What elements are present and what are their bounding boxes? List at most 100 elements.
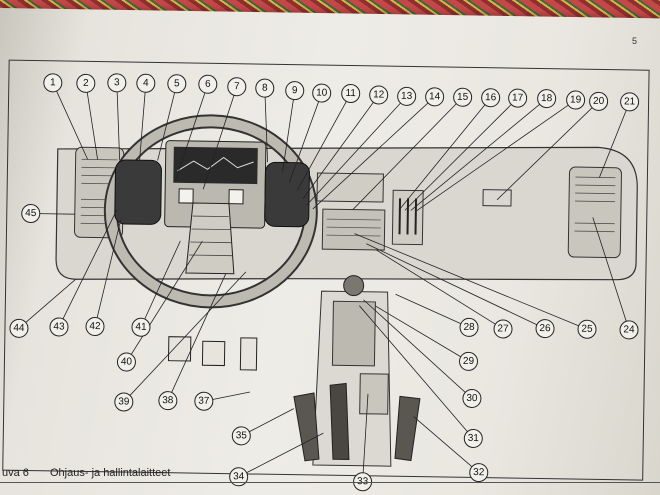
- callout-label: 12: [373, 89, 385, 100]
- callout-label: 8: [262, 83, 268, 94]
- callout-38: 38: [158, 391, 178, 411]
- callout-5: 5: [167, 74, 187, 94]
- callout-15: 15: [453, 87, 473, 107]
- callout-label: 15: [457, 92, 469, 103]
- leader-line-3: [116, 82, 121, 160]
- callout-19: 19: [566, 90, 586, 110]
- glovebox-release: [482, 189, 512, 207]
- callout-label: 27: [497, 323, 509, 334]
- callout-30: 30: [462, 388, 482, 408]
- right-air-vent: [567, 166, 622, 259]
- leader-line-1: [52, 82, 88, 160]
- leader-line-13: [306, 96, 407, 206]
- callout-16: 16: [481, 88, 501, 108]
- callout-35: 35: [231, 426, 251, 446]
- leader-line-26: [366, 243, 546, 329]
- console-tray: [359, 373, 389, 415]
- right-vent-grille: [574, 176, 616, 233]
- callout-43: 43: [49, 317, 69, 337]
- leader-line-30: [363, 299, 473, 399]
- callout-label: 14: [429, 91, 441, 102]
- leader-line-32: [413, 416, 480, 473]
- callout-label: 40: [121, 356, 133, 367]
- leader-line-17: [404, 97, 518, 211]
- callout-10: 10: [312, 83, 332, 103]
- callout-1: 1: [43, 73, 63, 93]
- leader-line-25: [354, 233, 588, 330]
- leader-line-29: [375, 305, 469, 362]
- callout-21: 21: [620, 92, 640, 112]
- callout-32: 32: [469, 463, 489, 483]
- callout-3: 3: [107, 73, 127, 93]
- callout-label: 5: [174, 78, 180, 89]
- callout-label: 18: [541, 93, 553, 104]
- callout-label: 32: [473, 467, 485, 478]
- callout-42: 42: [85, 317, 105, 337]
- leader-line-14: [312, 96, 435, 210]
- callout-label: 35: [236, 430, 248, 441]
- callout-31: 31: [463, 428, 483, 448]
- gear-knob: [343, 275, 365, 297]
- leader-line-11: [296, 93, 352, 191]
- callout-40: 40: [116, 352, 136, 372]
- callout-label: 3: [114, 77, 120, 88]
- leader-line-8: [264, 88, 269, 163]
- callout-label: 31: [468, 433, 480, 444]
- callout-17: 17: [508, 88, 528, 108]
- callout-12: 12: [369, 85, 389, 105]
- callout-label: 33: [357, 476, 369, 487]
- leader-line-7: [202, 86, 238, 190]
- leader-line-38: [167, 273, 227, 401]
- gear-boot: [331, 300, 376, 367]
- leader-line-20: [496, 101, 599, 201]
- leader-line-44: [18, 278, 77, 329]
- callout-8: 8: [255, 78, 275, 98]
- leader-line-18: [410, 98, 547, 211]
- callout-13: 13: [397, 86, 417, 106]
- callout-14: 14: [425, 87, 445, 107]
- callout-2: 2: [76, 73, 96, 93]
- center-vent: [321, 208, 386, 251]
- leader-line-39: [123, 271, 247, 403]
- leader-line-43: [58, 209, 118, 328]
- callout-24: 24: [619, 320, 639, 340]
- leader-line-16: [398, 97, 491, 211]
- leader-line-31: [359, 305, 474, 439]
- leader-line-9: [282, 90, 296, 173]
- callout-label: 42: [89, 321, 101, 332]
- callout-11: 11: [341, 84, 361, 104]
- callout-29: 29: [459, 351, 479, 371]
- leader-line-4: [139, 83, 147, 161]
- callout-label: 19: [570, 94, 582, 105]
- callout-label: 25: [581, 324, 593, 335]
- callout-label: 7: [234, 81, 240, 92]
- callout-label: 34: [233, 471, 245, 482]
- callout-25: 25: [577, 319, 597, 339]
- leader-line-5: [157, 83, 178, 161]
- callout-label: 13: [401, 91, 413, 102]
- callout-9: 9: [285, 81, 305, 101]
- steering-column: [185, 202, 235, 275]
- clutch-pedal: [167, 336, 192, 362]
- callout-6: 6: [198, 74, 218, 94]
- callout-label: 38: [162, 395, 174, 406]
- callout-label: 16: [485, 92, 497, 103]
- leader-line-42: [94, 219, 122, 327]
- callout-label: 1: [50, 77, 56, 88]
- leader-line-33: [362, 393, 369, 482]
- callout-27: 27: [493, 319, 513, 339]
- leader-line-41: [140, 240, 181, 328]
- page-footer-title: Ohjaus- ja hallintalaitteet: [50, 467, 171, 479]
- right-control-pod: [264, 161, 310, 228]
- leader-line-28: [395, 293, 470, 328]
- callout-label: 26: [539, 323, 551, 334]
- callout-45: 45: [21, 204, 41, 224]
- callout-label: 11: [345, 88, 356, 99]
- callout-label: 9: [292, 85, 298, 96]
- figure-label: uva 6: [2, 467, 29, 479]
- callout-41: 41: [131, 317, 151, 337]
- leader-line-34: [238, 432, 324, 478]
- callout-label: 45: [25, 208, 37, 219]
